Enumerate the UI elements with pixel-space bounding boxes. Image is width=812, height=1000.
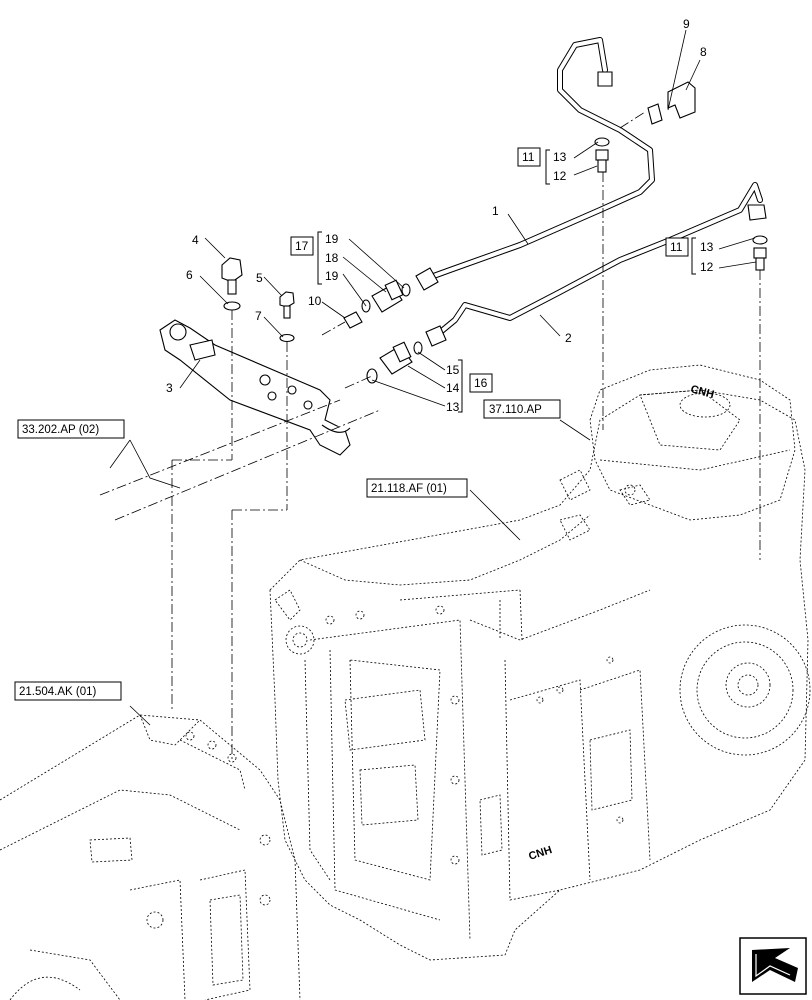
next-page-arrow-icon[interactable] bbox=[739, 937, 807, 995]
callout-13-right: 13 bbox=[700, 240, 714, 254]
assembly-lines bbox=[99, 111, 761, 760]
ref-37-110: 37.110.AP bbox=[489, 404, 542, 416]
part-12-sensor-upper bbox=[594, 137, 610, 173]
part-5-bolt bbox=[279, 291, 295, 319]
callout-5: 5 bbox=[256, 271, 263, 285]
part-19-seal-upper bbox=[401, 283, 411, 297]
callout-10: 10 bbox=[308, 294, 322, 308]
part-10-nut bbox=[343, 311, 363, 329]
reference-labels: 33.202.AP (02) 37.110.AP 21.118.AF (01) … bbox=[14, 399, 561, 701]
svg-text:CNH: CNH bbox=[689, 383, 715, 401]
part-3-bracket bbox=[159, 319, 351, 456]
callout-17: 17 bbox=[295, 239, 309, 253]
callout-15: 15 bbox=[446, 363, 460, 377]
ref-21-504-box bbox=[14, 681, 122, 701]
callout-14: 14 bbox=[446, 381, 460, 395]
part-1-pipe bbox=[415, 37, 655, 291]
callout-9: 9 bbox=[683, 17, 690, 31]
callout-18: 18 bbox=[325, 251, 339, 265]
part-7-washer bbox=[279, 333, 295, 343]
callout-1: 1 bbox=[492, 204, 499, 218]
callout-19-upper: 19 bbox=[325, 232, 339, 246]
group-brackets bbox=[317, 149, 696, 413]
callout-8: 8 bbox=[700, 45, 707, 59]
callout-19-lower: 19 bbox=[325, 269, 339, 283]
callout-16: 16 bbox=[474, 376, 488, 390]
ref-21-504: 21.504.AK (01) bbox=[19, 686, 97, 698]
callout-11-lower: 11 bbox=[670, 240, 683, 254]
callout-13-lower: 13 bbox=[446, 400, 460, 414]
callout-17-box bbox=[290, 236, 314, 256]
callout-11-lower-box bbox=[665, 237, 689, 257]
part-2-pipe bbox=[425, 182, 767, 347]
callout-2: 2 bbox=[565, 331, 572, 345]
part-8-clip bbox=[667, 81, 696, 119]
leader-lines bbox=[109, 29, 757, 726]
callout-13-upper: 13 bbox=[553, 150, 567, 164]
callout-12-upper: 12 bbox=[553, 169, 567, 183]
callout-7: 7 bbox=[255, 309, 262, 323]
ref-33-202-box bbox=[17, 419, 125, 439]
callout-4: 4 bbox=[192, 233, 199, 247]
callout-16-box bbox=[469, 373, 493, 393]
part-13-seal bbox=[366, 368, 378, 384]
callout-6: 6 bbox=[186, 268, 193, 282]
part-4-bolt bbox=[221, 257, 243, 295]
part-15-seal bbox=[413, 341, 423, 355]
ref-21-118: 21.118.AF (01) bbox=[371, 483, 447, 495]
callout-3: 3 bbox=[166, 381, 173, 395]
part-6-washer bbox=[223, 301, 241, 311]
part-14-adapter bbox=[379, 341, 413, 375]
svg-text:CNH: CNH bbox=[527, 844, 553, 863]
ref-21-118-box bbox=[366, 478, 468, 498]
part-9-screw bbox=[647, 103, 663, 125]
callout-11-upper: 11 bbox=[522, 150, 535, 164]
callout-labels: 9 8 11 13 12 11 13 12 1 2 17 19 18 19 10… bbox=[166, 17, 714, 414]
callout-12-lower: 12 bbox=[700, 260, 714, 274]
transmission-housing: CNH CNH bbox=[269, 364, 811, 961]
adjacent-housing bbox=[0, 714, 301, 1000]
ref-33-202: 33.202.AP (02) bbox=[22, 424, 99, 436]
callout-11-upper-box bbox=[517, 147, 541, 167]
ref-37-110-box bbox=[483, 399, 561, 419]
part-12-sensor-lower bbox=[752, 235, 768, 271]
part-18-adapter bbox=[371, 279, 404, 313]
